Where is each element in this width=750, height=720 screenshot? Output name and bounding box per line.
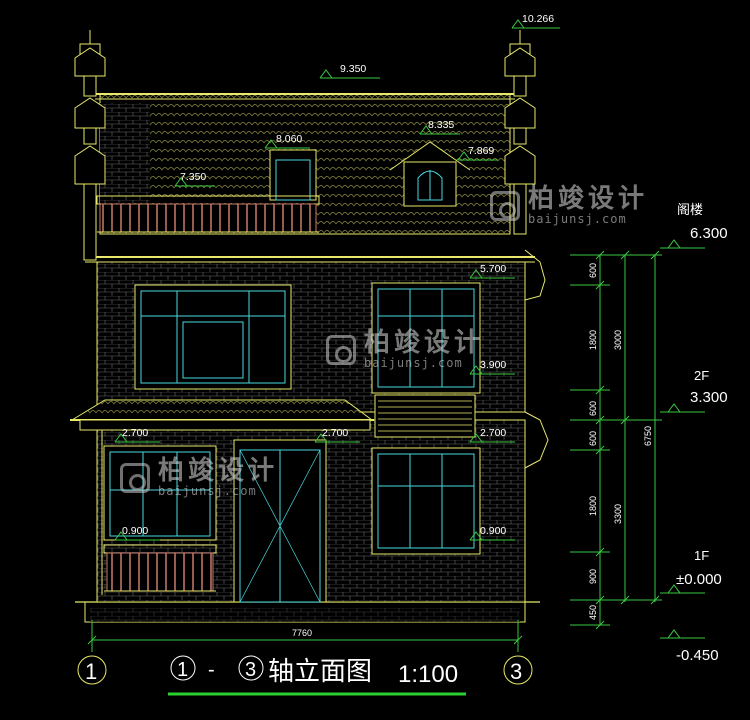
- floor-name-2f: 2F: [694, 368, 709, 383]
- axis-label-right: 3: [510, 659, 522, 684]
- attic-balcony: [96, 195, 320, 233]
- dim-total: 6750: [643, 426, 653, 446]
- title-scale: 1:100: [398, 661, 458, 688]
- floor-level-2f: 3.300: [690, 389, 728, 406]
- louver-panel: [374, 394, 476, 438]
- axis-bubbles: [77, 655, 533, 685]
- elev-dormer-top: 8.335: [428, 119, 454, 131]
- floor-level-attic: 6.300: [690, 225, 728, 242]
- first-floor-window-left: [103, 445, 217, 541]
- dim-seg-7: 450: [588, 605, 598, 620]
- dim-seg-3: 600: [588, 401, 598, 416]
- watermark-url: baijunsj.com: [528, 212, 627, 226]
- dim-floor-2: 3000: [613, 330, 623, 350]
- porch-roof: [70, 399, 374, 595]
- dim-seg-4: 600: [588, 431, 598, 446]
- watermark-url: baijunsj.com: [158, 484, 257, 498]
- elevation-labels: 10.266 9.350 8.060 7.350 8.335 7.869 5.7…: [122, 13, 554, 537]
- first-floor-railing: [103, 544, 217, 592]
- dormer: [389, 141, 471, 207]
- elevation-markers: [114, 19, 560, 541]
- watermark-brand: 柏竣设计: [158, 456, 279, 486]
- floor-level-1f: ±0.000: [676, 571, 722, 588]
- second-floor-window-right: [371, 282, 481, 394]
- watermark-logo-icon: [120, 463, 150, 493]
- dim-seg-6: 900: [588, 569, 598, 584]
- dimension-chain: [570, 250, 662, 630]
- title-text: 轴立面图: [268, 656, 372, 686]
- floor-level-labels: 阁楼 6.300 2F 3.300 1F ±0.000 -0.450: [676, 202, 728, 664]
- elev-second-eave: 5.700: [480, 263, 506, 275]
- overall-dimension: [87, 620, 523, 652]
- axis-label-left: 1: [85, 659, 97, 684]
- watermark-left: 柏竣设计 baijunsj.com: [120, 458, 278, 498]
- first-floor-window-right: [371, 447, 481, 555]
- title-axis-end: 3: [245, 659, 256, 681]
- ground-line: [75, 601, 540, 623]
- elev-balcony: 7.350: [180, 171, 206, 183]
- dim-floor-1: 3300: [613, 504, 623, 524]
- dim-seg-1: 600: [588, 263, 598, 278]
- elev-second-mid: 3.900: [480, 359, 506, 371]
- entrance-door: [233, 439, 327, 603]
- elev-upper-window: 8.060: [276, 133, 302, 145]
- floor-level-markers: [660, 239, 705, 639]
- floor-name-attic: 阁楼: [677, 202, 703, 217]
- title-axis-start: 1: [177, 659, 188, 681]
- dim-seg-5: 1800: [588, 496, 598, 516]
- dimension-text: 600 1800 600 600 1800 900 450 3000 3300 …: [588, 263, 653, 620]
- watermark-logo-icon: [326, 335, 356, 365]
- watermark-brand: 柏竣设计: [528, 184, 649, 214]
- watermark-center: 柏竣设计 baijunsj.com: [326, 330, 484, 370]
- floor-name-1f: 1F: [694, 548, 709, 563]
- elev-first-door: 2.700: [322, 427, 348, 439]
- left-tower: [74, 30, 106, 261]
- elev-first-left: 2.700: [122, 427, 148, 439]
- dim-seg-2: 1800: [588, 330, 598, 350]
- watermark-url: baijunsj.com: [364, 356, 463, 370]
- overall-width-label: 7760: [292, 628, 312, 638]
- watermark-right: 柏竣设计 baijunsj.com: [490, 186, 648, 226]
- drawing-title: 1 - 3 轴立面图 1:100: [168, 655, 466, 696]
- title-dash: -: [208, 659, 215, 681]
- elev-sill-left: 0.900: [122, 525, 148, 537]
- elev-first-right: 2.700: [480, 427, 506, 439]
- watermark-brand: 柏竣设计: [364, 328, 485, 358]
- floor-level-ground: -0.450: [676, 647, 719, 664]
- watermark-logo-icon: [490, 191, 520, 221]
- elev-ridge-top: 10.266: [522, 13, 554, 25]
- elev-sill-right: 0.900: [480, 525, 506, 537]
- elev-roof: 9.350: [340, 63, 366, 75]
- right-tower: [504, 30, 549, 469]
- attic-window: [269, 149, 317, 201]
- elev-dormer-eave: 7.869: [468, 145, 494, 157]
- second-floor-window-left: [134, 284, 292, 390]
